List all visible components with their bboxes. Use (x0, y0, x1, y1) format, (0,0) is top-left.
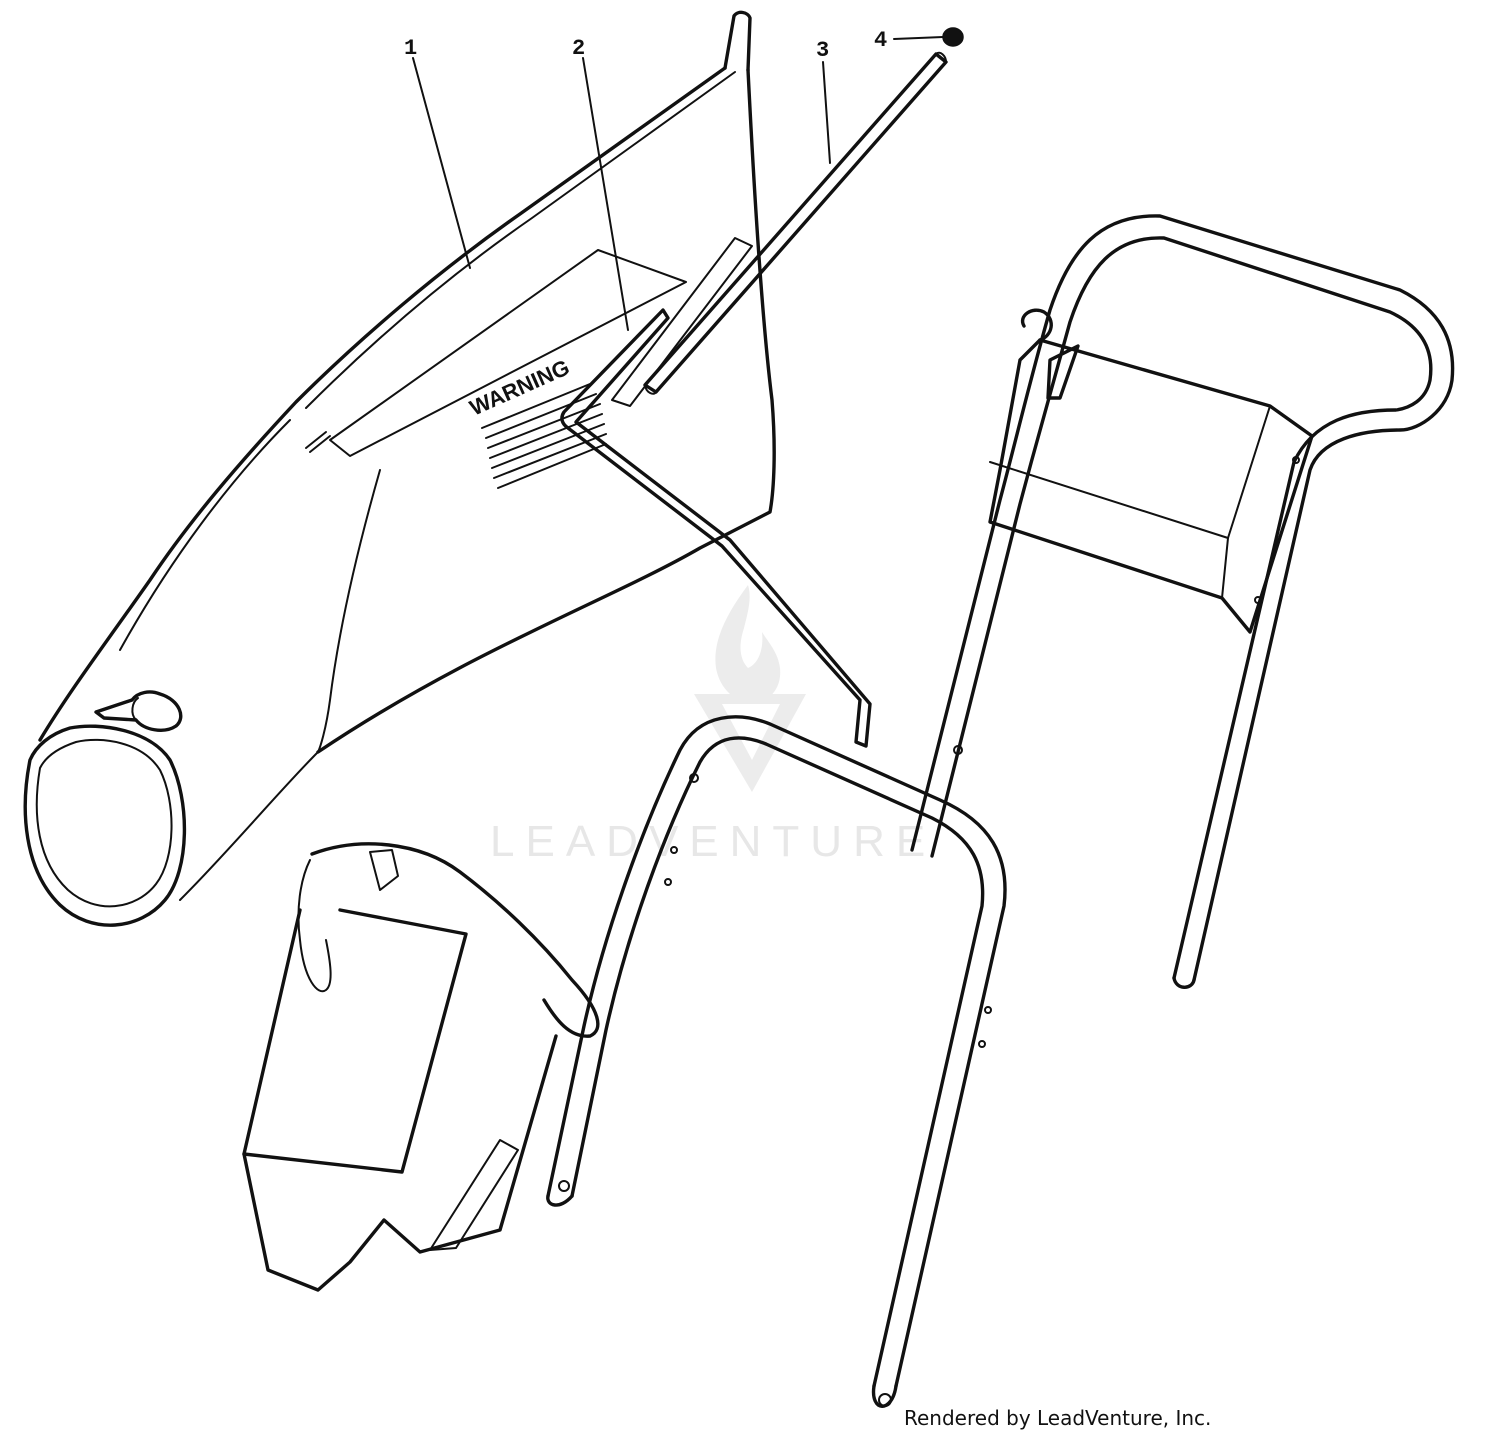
bag-frame (560, 308, 872, 748)
callout-4: 4 (874, 28, 887, 53)
callout-3-leader (822, 61, 831, 164)
warning-text-lines (481, 383, 607, 489)
callout-4-leader (893, 36, 944, 40)
lower-handle (546, 715, 1007, 1408)
rod-end-cap (942, 27, 964, 47)
callout-1-leader (412, 57, 471, 269)
bag-clip (94, 690, 183, 732)
v-logo (694, 694, 806, 792)
rear-baffle (242, 842, 600, 1292)
callout-2: 2 (572, 36, 585, 61)
callout-1: 1 (404, 36, 417, 61)
flame-logo (715, 585, 781, 704)
callout-3: 3 (816, 38, 829, 63)
callout-2-leader (582, 57, 629, 331)
credit-text: Rendered by LeadVenture, Inc. (904, 1406, 1212, 1430)
callouts: 1 2 3 4 (404, 28, 944, 331)
watermark-text: LEADVENTURE (490, 817, 936, 866)
upper-handle (664, 214, 1455, 1048)
